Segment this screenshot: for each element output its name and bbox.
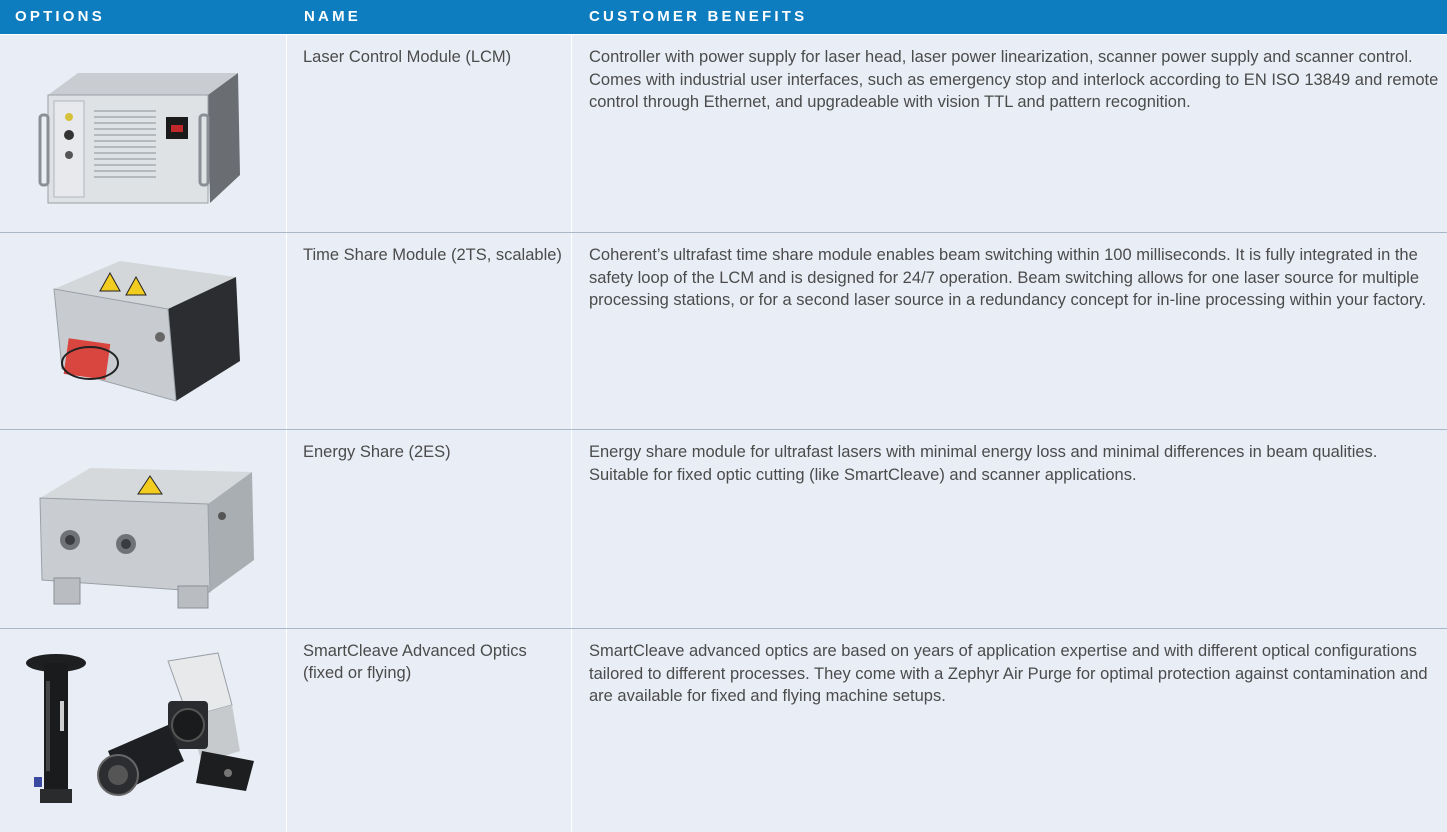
header-customer-benefits: CUSTOMER BENEFITS	[589, 8, 808, 25]
benefits-cell: Controller with power supply for laser h…	[572, 35, 1447, 232]
options-cell	[0, 35, 286, 232]
option-benefit: Energy share module for ultrafast lasers…	[589, 443, 1378, 484]
option-benefit: Controller with power supply for laser h…	[589, 48, 1439, 111]
smartcleave-optics-image	[26, 652, 254, 803]
table-row: Energy Share (2ES) Energy share module f…	[0, 430, 1447, 628]
benefits-cell: Coherent’s ultrafast time share module e…	[572, 233, 1447, 429]
options-cell	[0, 430, 286, 628]
table-row: SmartCleave Advanced Optics (fixed or fl…	[0, 629, 1447, 832]
options-cell	[0, 233, 286, 429]
table-header: OPTIONS NAME CUSTOMER BENEFITS	[0, 0, 1447, 34]
table-row: Time Share Module (2TS, scalable) Cohere…	[0, 233, 1447, 429]
name-cell: Energy Share (2ES)	[287, 430, 571, 628]
benefits-cell: Energy share module for ultrafast lasers…	[572, 430, 1447, 628]
option-name: Energy Share (2ES)	[303, 443, 451, 461]
name-cell: Laser Control Module (LCM)	[287, 35, 571, 232]
benefits-cell: SmartCleave advanced optics are based on…	[572, 629, 1447, 832]
time-share-module-image	[53, 261, 240, 402]
energy-share-module-image	[39, 468, 254, 609]
option-benefit: Coherent’s ultrafast time share module e…	[589, 246, 1427, 309]
table-row: Laser Control Module (LCM) Controller wi…	[0, 35, 1447, 232]
option-name: Laser Control Module (LCM)	[303, 48, 512, 66]
header-options: OPTIONS	[15, 8, 105, 25]
option-benefit: SmartCleave advanced optics are based on…	[589, 642, 1428, 705]
options-cell	[0, 629, 286, 832]
name-cell: Time Share Module (2TS, scalable)	[287, 233, 571, 429]
header-name: NAME	[304, 8, 361, 25]
option-name: SmartCleave Advanced Optics (fixed or fl…	[303, 642, 527, 682]
name-cell: SmartCleave Advanced Optics (fixed or fl…	[287, 629, 571, 832]
option-name: Time Share Module (2TS, scalable)	[303, 246, 562, 264]
laser-control-module-image	[38, 73, 240, 204]
